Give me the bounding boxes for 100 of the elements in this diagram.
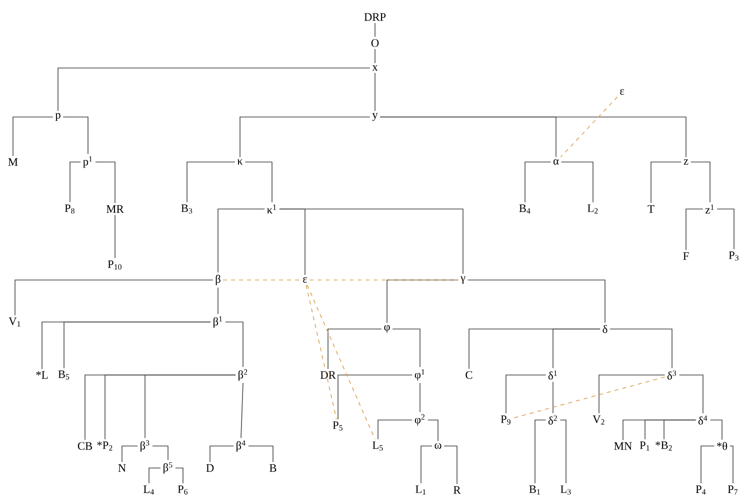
manuscript-label: β$^{5}$ [164,462,172,474]
manuscript-label: *B$_{2}$ [656,442,672,450]
manuscript-label: P$_{6}$ [178,485,188,495]
manuscript-label: y [372,113,378,121]
manuscript-label: P$_{5}$ [332,422,342,431]
tree-line [186,162,236,203]
tree-line [144,374,236,438]
tree-line [378,420,413,440]
manuscript-label: z$^{1}$ [706,204,714,214]
tree-line [210,446,234,462]
tree-line [14,280,214,316]
manuscript-label: P$_{10}$ [108,260,122,270]
manuscript-label: κ [237,159,243,165]
manuscript-label: B$_{5}$ [58,370,70,380]
tree-line [338,374,413,420]
tree-line [664,420,696,440]
manuscript-label: β$^{4}$ [236,440,246,452]
manuscript-label: *θ [717,442,728,450]
tree-line [524,162,552,203]
manuscript-label: β$^{2}$ [238,369,248,381]
manuscript-label: L$_{3}$ [560,485,571,495]
tree-line [244,162,272,203]
manuscript-label: *P$_{2}$ [97,442,112,450]
tree-line [328,328,382,370]
tree-line [218,208,265,273]
manuscript-label: B$_{1}$ [529,486,540,494]
manuscript-label: L$_{5}$ [372,442,383,451]
manuscript-label: p$^{1}$ [83,156,92,168]
manuscript-label: L$_{2}$ [588,204,598,214]
tree-line [152,446,168,460]
manuscript-label: P$_{8}$ [64,204,74,214]
tree-line [240,116,370,158]
manuscript-label: M [8,158,18,166]
tree-line [148,468,161,484]
manuscript-label: δ [602,324,608,334]
tree-line [716,208,734,250]
tree-line [560,162,594,203]
manuscript-label: φ [384,325,390,333]
manuscript-label: x [372,65,378,71]
tree-line [114,214,116,259]
tree-line [467,280,606,324]
tree-line [70,162,81,203]
manuscript-label: δ$^{3}$ [667,370,676,380]
manuscript-label: MN [614,442,632,450]
tree-line [95,162,116,204]
tree-line [279,208,464,274]
tree-line [598,374,666,414]
tree-line [240,382,244,438]
tree-line [374,22,376,38]
manuscript-label: B [270,464,276,472]
tree-line [560,420,566,484]
tree-line [729,446,734,484]
manuscript-label: P$_{3}$ [728,251,738,261]
tree-line [552,328,600,369]
manuscript-label: L$_{1}$ [416,486,426,494]
tree-line [175,468,184,484]
tree-line [678,374,704,414]
contamination-line [306,284,337,420]
manuscript-label: B$_{3}$ [181,204,192,214]
tree-line [392,328,420,368]
manuscript-label: B$_{4}$ [519,204,530,214]
manuscript-label: ε [620,89,624,95]
tree-line [380,116,686,158]
manuscript-label: D [206,464,214,472]
manuscript-label: κ$^{1}$ [267,204,276,214]
manuscript-label: p [55,113,60,121]
tree-line [420,446,432,484]
tree-line [248,446,274,462]
manuscript-label: φ$^{1}$ [414,369,424,381]
contamination-line [306,284,376,440]
tree-line [610,328,672,369]
manuscript-label: P$_{7}$ [728,486,738,494]
tree-line [374,48,376,64]
tree-line [374,72,376,112]
manuscript-label: DRP [364,13,386,21]
manuscript-label: P$_{4}$ [696,486,706,494]
manuscript-label: C [466,371,472,379]
tree-line [700,446,715,484]
manuscript-label: CB [78,442,92,450]
manuscript-label: V$_{1}$ [8,318,20,326]
tree-line [122,446,138,462]
tree-line [58,68,370,112]
tree-line [710,420,722,440]
contamination-line [560,96,618,158]
manuscript-label: γ [460,276,466,284]
manuscript-label: O [371,39,379,47]
manuscript-label: L$_{4}$ [144,486,154,494]
manuscript-label: V$_{2}$ [592,416,604,424]
tree-line [427,420,438,442]
tree-line [12,116,54,156]
manuscript-label: ω [434,443,442,449]
contamination-line [513,376,666,418]
tree-line [444,446,458,484]
manuscript-label: P$_{9}$ [500,415,510,425]
manuscript-label: z [684,159,688,165]
manuscript-label: δ$^{4}$ [698,415,708,425]
manuscript-label: T [648,205,654,213]
tree-line [225,322,244,368]
manuscript-label: R [454,486,461,494]
manuscript-label: α [553,159,559,165]
